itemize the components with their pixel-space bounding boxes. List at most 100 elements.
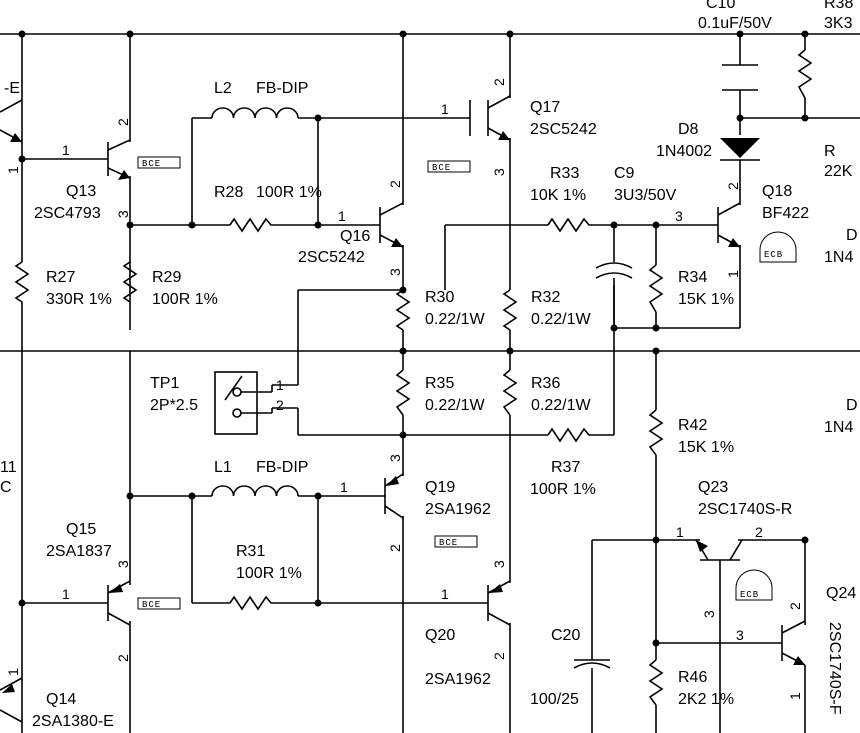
r42-ref: R42 (678, 417, 707, 434)
c9-value: 3U3/50V (614, 187, 677, 204)
l1-ref: L1 (214, 459, 232, 476)
q18-ref: Q18 (762, 183, 792, 200)
svg-text:1: 1 (441, 586, 449, 602)
svg-text:3: 3 (736, 627, 744, 643)
r28-label: R28 (214, 184, 243, 201)
r37-value: 100R 1% (530, 481, 596, 498)
svg-text:1: 1 (725, 270, 741, 278)
r46-value: 2K2 1% (678, 691, 734, 708)
q13-part: 2SC4793 (34, 205, 101, 222)
svg-text:2: 2 (387, 544, 403, 552)
svg-text:2: 2 (755, 524, 763, 540)
q13-ref: Q13 (66, 183, 96, 200)
d8-part: 1N4002 (656, 143, 712, 160)
r33-value: 10K 1% (530, 187, 586, 204)
r36-value: 0.22/1W (531, 397, 591, 414)
inductors (211, 107, 299, 497)
r31-value: 100R 1% (236, 565, 302, 582)
r38-value: 3K3 (824, 15, 853, 32)
svg-text:3: 3 (675, 208, 683, 224)
svg-text:3: 3 (115, 560, 131, 568)
transistors (0, 95, 806, 723)
d8-diode (720, 138, 760, 161)
svg-text:1: 1 (340, 479, 348, 495)
q15-pkg: BCE (142, 600, 161, 610)
r31-ref: R31 (236, 543, 265, 560)
svg-text:2: 2 (276, 397, 284, 413)
q24-transistor (781, 620, 806, 666)
r28-value: 100R 1% (256, 184, 322, 201)
r27-resistor (14, 261, 30, 330)
svg-text:3: 3 (491, 560, 507, 568)
edge-left-top: -E (4, 80, 20, 97)
svg-text:1: 1 (5, 166, 21, 174)
r29-ref: R29 (152, 269, 181, 286)
svg-text:1: 1 (62, 586, 70, 602)
pin-numbers: 1 2 3 1 2 3 1 2 3 3 2 1 1 2 1 3 2 1 3 2 … (5, 78, 803, 700)
r29-value: 100R 1% (152, 291, 218, 308)
svg-text:2: 2 (491, 652, 507, 660)
q19-transistor (384, 473, 404, 519)
r28-resistor (229, 217, 275, 233)
r46-ref: R46 (678, 669, 707, 686)
r31-resistor (229, 595, 275, 611)
l1-inductor (211, 485, 299, 497)
r32-value: 0.22/1W (531, 311, 591, 328)
svg-text:1: 1 (787, 692, 803, 700)
edge-left-mid-1: 11 (0, 459, 17, 476)
q13-transistor (107, 139, 131, 180)
svg-text:2: 2 (115, 654, 131, 662)
resistors (14, 49, 813, 706)
q14-part: 2SA1380-E (32, 713, 114, 730)
l2-value: FB-DIP (256, 80, 308, 97)
q16-ref: Q16 (340, 228, 370, 245)
r35-resistor (395, 369, 411, 416)
svg-text:1: 1 (441, 101, 449, 117)
q23-transistor (695, 539, 743, 561)
svg-text:3: 3 (115, 210, 131, 218)
q19-ref: Q19 (425, 479, 455, 496)
q18-part: BF422 (762, 205, 809, 222)
c20-ref: C20 (551, 627, 580, 644)
r30-resistor (395, 289, 411, 331)
svg-text:1: 1 (676, 524, 684, 540)
c20-value: 100/25 (530, 691, 579, 708)
r30-value: 0.22/1W (425, 311, 485, 328)
r32-ref: R32 (531, 289, 560, 306)
r42-resistor (648, 409, 664, 456)
c9-ref: C9 (614, 165, 635, 182)
edge-right-q24-part: 2SC1740S-F (826, 622, 843, 715)
package-icons: BCE BCE BCE BCE ECB ECB (137, 156, 797, 610)
q14-ref: Q14 (46, 691, 76, 708)
svg-text:3: 3 (387, 454, 403, 462)
capacitors (573, 64, 758, 669)
edge-right-q24: Q24 (826, 585, 856, 602)
r38-resistor (797, 49, 813, 99)
q14-transistor (0, 677, 23, 723)
svg-text:3: 3 (701, 610, 717, 618)
q18-pkg: ECB (764, 250, 783, 260)
q17-part: 2SC5242 (530, 121, 597, 138)
tp1-value: 2P*2.5 (150, 397, 198, 414)
svg-text:1: 1 (62, 142, 70, 158)
r37-ref: R37 (551, 459, 580, 476)
svg-text:2: 2 (115, 118, 131, 126)
q16-part: 2SC5242 (298, 249, 365, 266)
r34-ref: R34 (678, 269, 707, 286)
edge-right-d2-val: 1N4 (824, 419, 853, 436)
q23-part: 2SC1740S-R (698, 501, 792, 518)
svg-text:2: 2 (725, 182, 741, 190)
r29-resistor (122, 261, 138, 303)
l1-value: FB-DIP (256, 459, 308, 476)
svg-text:2: 2 (387, 180, 403, 188)
edge-right-d-val: 1N4 (824, 249, 853, 266)
q17-ref: Q17 (530, 99, 560, 116)
c10-ref: C10 (706, 0, 735, 12)
q20-ref: Q20 (425, 627, 455, 644)
r42-value: 15K 1% (678, 439, 734, 456)
r35-ref: R35 (425, 375, 454, 392)
r36-ref: R36 (531, 375, 560, 392)
r34-resistor (648, 264, 664, 313)
